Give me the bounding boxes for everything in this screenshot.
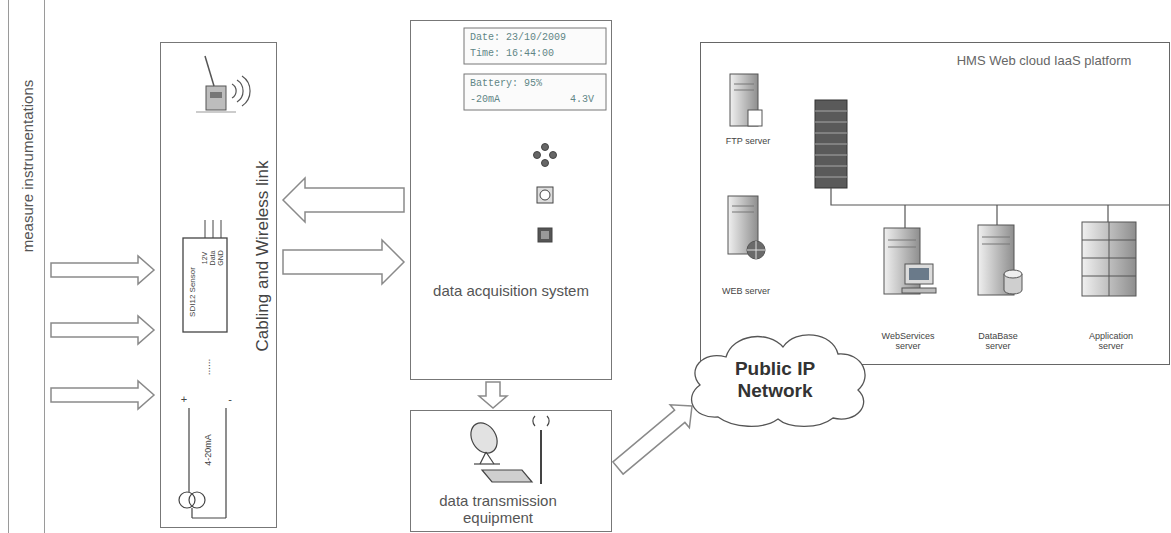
block-arrow [283, 178, 404, 222]
part-label: 4.3V [570, 94, 594, 106]
part-label: Data [209, 251, 217, 266]
text-holder: - [228, 393, 232, 406]
node-label: data acquisition system [433, 282, 589, 299]
block-arrow [51, 316, 154, 344]
text-holder: measure instrumentations [19, 80, 36, 253]
web-server-icon [728, 196, 765, 259]
node-label: Cabling and Wireless link [253, 161, 273, 352]
transmission-icons [466, 416, 549, 484]
node-label: FTP server [726, 136, 770, 146]
part-label: Date: 23/10/2009 [470, 32, 566, 44]
system-box: data transmission equipment [410, 410, 612, 532]
text-holder: 12V [201, 252, 209, 264]
part-label: ...... [201, 359, 213, 376]
text-holder: -20mA [470, 94, 500, 106]
current-loop-symbol [179, 408, 226, 518]
webservices-server-icon [884, 228, 936, 294]
lcd-display [464, 28, 606, 110]
network-cloud: Public IP Network [678, 322, 873, 430]
application-server-icon [1082, 222, 1136, 296]
text-holder: Public IP Network [710, 358, 840, 402]
block-arrow [613, 405, 692, 474]
text-holder: Date: 23/10/2009 [470, 32, 566, 44]
system-box: Cabling and Wireless link [160, 42, 277, 528]
text-holder: Cabling and Wireless link [253, 161, 273, 352]
firewall-icon [815, 100, 847, 188]
text-holder: Time: 16:44:00 [470, 48, 554, 60]
node-label: measure instrumentations [19, 80, 36, 253]
text-holder: SDI12 Sensor [188, 267, 197, 317]
node-label: Public IP Network [710, 358, 840, 402]
server-node: WEB server [713, 186, 787, 301]
database-server-icon [978, 225, 1022, 295]
block-arrow [51, 381, 154, 409]
server-node: DataBase server [957, 216, 1041, 356]
node-label: DataBase server [967, 331, 1029, 352]
system-box: HMS Web cloud IaaS platformFTP serverWEB… [700, 42, 1170, 365]
server-node: WebServices server [867, 216, 951, 356]
text-holder: WEB server [722, 286, 770, 296]
part-label: 4-20mA [203, 434, 213, 466]
wireless-icon [196, 56, 250, 112]
text-holder: + [181, 393, 187, 406]
text-holder: 4-20mA [203, 434, 213, 466]
text-holder: Data [209, 251, 217, 266]
control-keys [534, 144, 557, 243]
part-label: GND [217, 250, 225, 266]
server-node: FTP server [713, 66, 787, 151]
node-label: WebServices server [877, 331, 939, 352]
part-label: Time: 16:44:00 [470, 48, 554, 60]
text-holder: HMS Web cloud IaaS platform [957, 54, 1132, 69]
text-holder: Battery: 95% [470, 78, 542, 90]
text-holder: ...... [201, 359, 213, 376]
text-holder: WebServices server [877, 331, 939, 352]
block-arrow [51, 256, 154, 284]
text-holder: 4.3V [570, 94, 594, 106]
node-label: data transmission equipment [423, 492, 573, 527]
node-label: HMS Web cloud IaaS platform [957, 54, 1132, 69]
system-box: data acquisition system [410, 20, 612, 380]
text-holder: GND [217, 250, 225, 266]
ftp-server-icon [730, 74, 762, 126]
part-label: - [228, 393, 232, 406]
block-arrow [479, 382, 507, 408]
block-arrow [283, 240, 404, 284]
text-holder: data acquisition system [433, 282, 589, 299]
part-label: SDI12 Sensor [188, 267, 197, 317]
system-box: measure instrumentations [8, 0, 45, 533]
text-holder: DataBase server [967, 331, 1029, 352]
part-label: 12V [201, 252, 209, 264]
sdi12-sensor [183, 220, 227, 332]
part-label: + [181, 393, 187, 406]
node-label: WEB server [722, 286, 770, 296]
text-holder: Application server [1080, 331, 1142, 352]
text-holder: data transmission equipment [423, 492, 573, 527]
node-label: Application server [1080, 331, 1142, 352]
server-node: Application server [1067, 216, 1157, 356]
part-label: Battery: 95% [470, 78, 542, 90]
part-label: -20mA [470, 94, 500, 106]
text-holder: FTP server [726, 136, 770, 146]
